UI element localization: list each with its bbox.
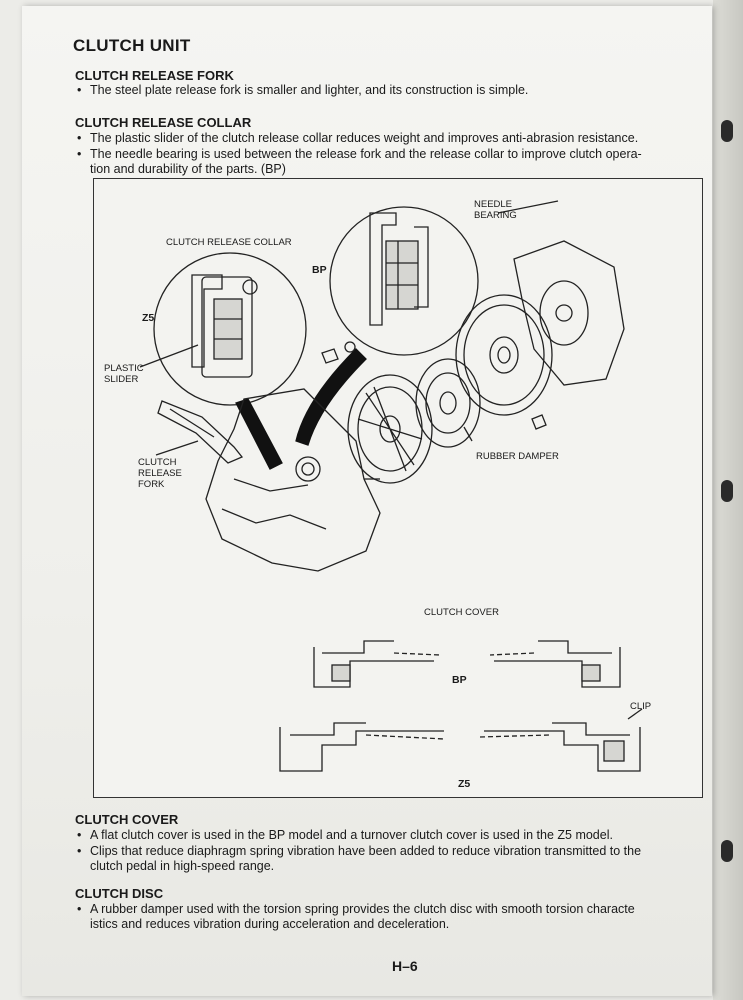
- bp-cover-right: [494, 647, 621, 688]
- section-title: CLUTCH UNIT: [73, 36, 191, 55]
- z5-cover-left: [279, 727, 444, 772]
- bp-cover-left: [313, 647, 434, 688]
- bp-inset-circle: [329, 206, 479, 356]
- plastic-slider-label: PLASTIC SLIDER: [104, 363, 144, 385]
- clutch-disc-heading: CLUTCH DISC: [75, 886, 164, 901]
- transmission-housing: [205, 388, 381, 572]
- clip-label: CLIP: [630, 701, 652, 712]
- z5-inset-circle: [153, 252, 307, 406]
- binder-ring: [721, 120, 733, 142]
- release-collar-heading: CLUTCH RELEASE COLLAR: [75, 115, 252, 130]
- page-number: H–6: [392, 958, 418, 974]
- clutch-cover-heading: CLUTCH COVER: [75, 812, 179, 827]
- z5-cover-label: Z5: [458, 778, 471, 790]
- clutch-disc: [415, 358, 481, 448]
- release-collar-bullet-1: The plastic slider of the clutch release…: [77, 131, 638, 146]
- clutch-drawing: [139, 200, 643, 772]
- bp-inset-label: BP: [312, 264, 327, 276]
- binder-ring: [721, 840, 733, 862]
- rubber-damper-label: RUBBER DAMPER: [476, 451, 559, 462]
- binder-ring: [721, 480, 733, 502]
- clutch-disc-bullet: A rubber damper used with the torsion sp…: [77, 902, 635, 932]
- clutch-cover-label: CLUTCH COVER: [424, 607, 499, 618]
- flywheel: [455, 294, 553, 416]
- clutch-cover-bullet-2: Clips that reduce diaphragm spring vibra…: [77, 844, 641, 874]
- release-fork-bullet: The steel plate release fork is smaller …: [77, 83, 528, 98]
- needle-bearing-label: NEEDLE BEARING: [474, 199, 517, 221]
- release-fork-label: CLUTCH RELEASE FORK: [138, 457, 182, 490]
- clutch-illustration: NEEDLE BEARING CLUTCH RELEASE COLLAR BP …: [93, 178, 703, 798]
- clutch-cover-bullet-1: A flat clutch cover is used in the BP mo…: [77, 828, 613, 843]
- z5-inset-label: Z5: [142, 312, 155, 324]
- bp-cover-label: BP: [452, 674, 467, 686]
- engine-block: [513, 240, 625, 386]
- z5-cover-right: [484, 727, 641, 772]
- release-fork-heading: CLUTCH RELEASE FORK: [75, 68, 234, 83]
- release-collar-bullet-2: The needle bearing is used between the r…: [77, 147, 642, 177]
- pressure-plate: [347, 374, 433, 484]
- release-collar-label: CLUTCH RELEASE COLLAR: [166, 237, 292, 248]
- release-fork: [157, 400, 244, 464]
